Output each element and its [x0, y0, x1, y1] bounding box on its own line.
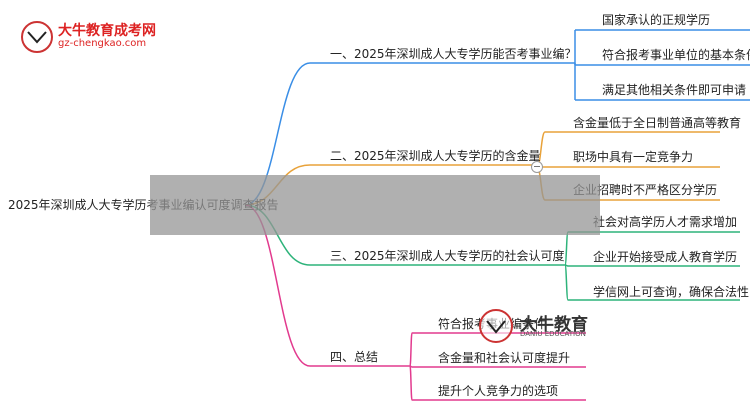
branch-3-label[interactable]: 三、2025年深圳成人大专学历的社会认可度	[330, 249, 565, 263]
branch-4-child-2[interactable]: 含金量和社会认可度提升	[438, 351, 571, 365]
branch-3-child-3-link	[564, 264, 569, 301]
branch-4-label[interactable]: 四、总结	[330, 350, 379, 364]
branch-2-child-1[interactable]: 含金量低于全日制普通高等教育	[573, 116, 742, 130]
collapse-toggle-icon[interactable]	[531, 161, 543, 173]
branch-4-child-3-link	[409, 365, 413, 401]
bull-logo-icon	[21, 21, 53, 53]
watermark-subtitle: DANIU EDUCATION	[520, 330, 586, 338]
branch-1-child-1[interactable]: 国家承认的正规学历	[602, 13, 711, 27]
branch-4-child-3[interactable]: 提升个人竞争力的选项	[438, 384, 559, 398]
overlay-banner	[150, 175, 600, 235]
watermark-logo: 大牛教育 DANIU EDUCATION	[478, 308, 618, 344]
branch-2-child-3[interactable]: 企业招聘时不严格区分学历	[573, 183, 718, 197]
bull-watermark-icon	[479, 309, 513, 343]
branch-3-child-3[interactable]: 学信网上可查询，确保合法性	[593, 285, 750, 299]
branch-3-child-1-link	[564, 231, 569, 266]
branch-1-child-2[interactable]: 符合报考事业单位的基本条件	[602, 48, 750, 62]
branch-2-child-2[interactable]: 职场中具有一定竞争力	[573, 150, 694, 164]
branch-1-label[interactable]: 一、2025年深圳成人大专学历能否考事业编？	[330, 47, 577, 61]
logo-title: 大牛教育成考网	[58, 23, 156, 39]
logo-url: gz-chengkao.com	[58, 38, 147, 49]
site-logo: 大牛教育成考网 gz-chengkao.com	[20, 18, 220, 58]
branch-2-label[interactable]: 二、2025年深圳成人大专学历的含金量	[330, 149, 541, 163]
branch-3-child-2[interactable]: 企业开始接受成人教育学历	[593, 250, 738, 264]
branch-1-child-3[interactable]: 满足其他相关条件即可申请	[602, 83, 747, 97]
branch-3-child-1[interactable]: 社会对高学历人才需求增加	[593, 215, 738, 229]
branch-4-child-1-link	[409, 332, 413, 367]
watermark-title: 大牛教育	[520, 315, 588, 335]
